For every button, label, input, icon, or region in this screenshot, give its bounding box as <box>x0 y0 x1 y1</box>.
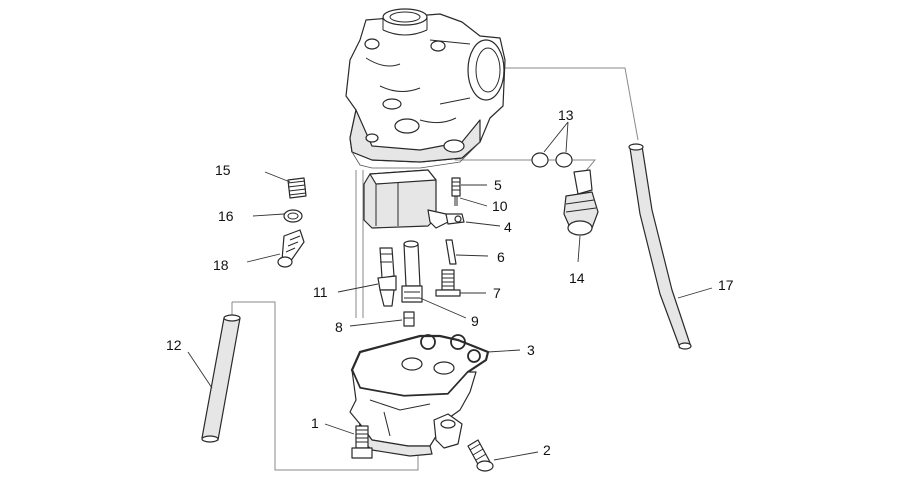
callout-14: 14 <box>569 270 585 286</box>
atomizer-part-9 <box>401 240 423 303</box>
callout-18: 18 <box>213 257 229 273</box>
carburetor-body <box>345 8 506 169</box>
float-bowl <box>349 357 477 457</box>
float-part-4 <box>363 169 465 229</box>
hose-part-17 <box>628 143 692 350</box>
callout-8: 8 <box>335 319 343 335</box>
o-rings-part-13 <box>531 152 573 168</box>
callout-12: 12 <box>166 337 182 353</box>
callout-3: 3 <box>527 342 535 358</box>
callout-5: 5 <box>494 177 502 193</box>
callout-9: 9 <box>471 313 479 329</box>
small-jet-part-8 <box>403 311 415 327</box>
callout-7: 7 <box>493 285 501 301</box>
callout-10: 10 <box>492 198 508 214</box>
reference-lines <box>231 67 639 471</box>
screw-part-2 <box>467 439 494 472</box>
fitting-part-14 <box>563 169 599 236</box>
jet-part-11 <box>377 247 397 307</box>
screw-part-18 <box>277 229 305 268</box>
pin-part-6 <box>445 239 457 265</box>
screw-part-7 <box>435 269 461 297</box>
callout-15: 15 <box>215 162 231 178</box>
callout-1: 1 <box>311 415 319 431</box>
o-ring-part-16 <box>283 209 303 223</box>
callout-17: 17 <box>718 277 734 293</box>
callout-labels: 15 16 18 5 10 4 6 7 11 9 8 3 1 2 12 13 1… <box>166 107 734 458</box>
callout-2: 2 <box>543 442 551 458</box>
needle-valve-part-5 <box>451 177 461 206</box>
callout-4: 4 <box>504 219 512 235</box>
callout-11: 11 <box>313 284 328 300</box>
callout-13: 13 <box>558 107 574 123</box>
leader-lines <box>187 121 713 461</box>
tube-part-12 <box>201 314 241 443</box>
screw-part-1 <box>351 425 373 459</box>
spring-part-15 <box>287 177 307 199</box>
callout-16: 16 <box>218 208 234 224</box>
callout-6: 6 <box>497 249 505 265</box>
